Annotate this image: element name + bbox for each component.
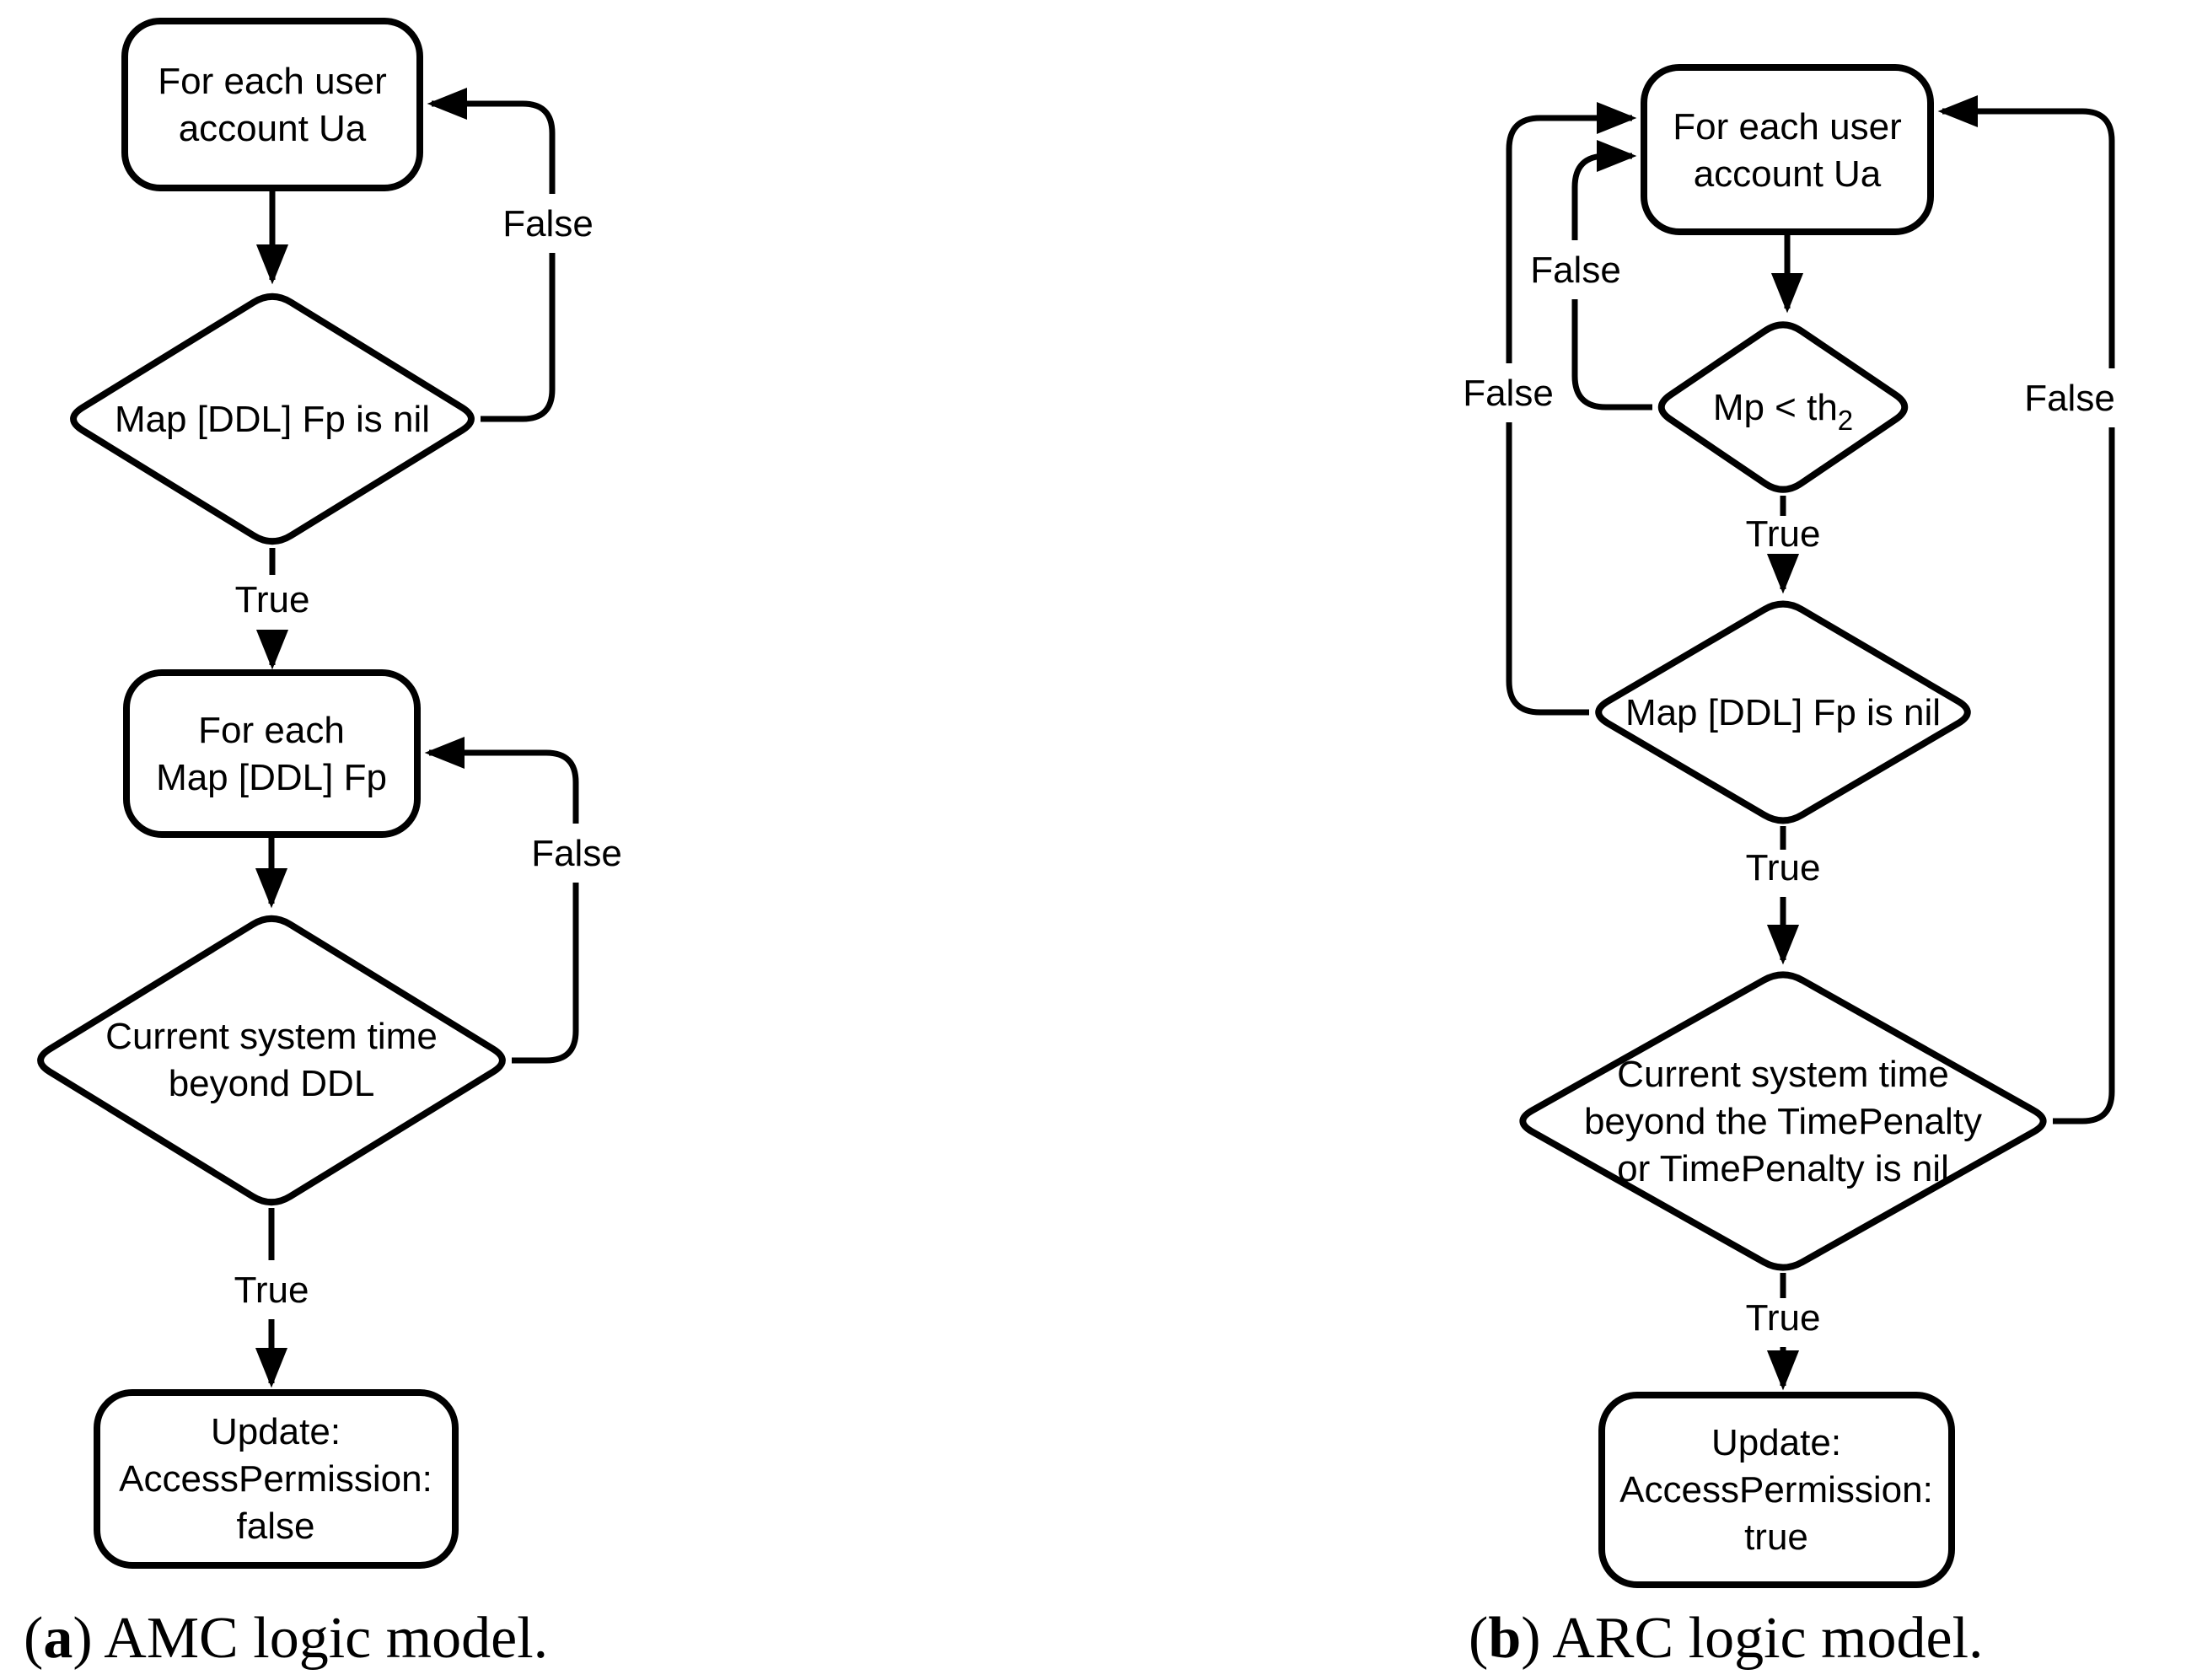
panel-b-decision-time-text-line1: Current system time <box>1617 1054 1949 1095</box>
panel-b-caption-letter: b <box>1488 1606 1521 1671</box>
panel-b-decision-map-nil-text: Map [DDL] Fp is nil <box>1625 692 1941 733</box>
panel-a-loop-each-map-node <box>123 669 421 838</box>
panel-a-start-node <box>121 18 423 191</box>
panel-a-false2-label: False <box>531 833 622 874</box>
panel-b-caption: (b) ARC logic model. <box>1469 1606 1984 1671</box>
panel-b-false-right-loop-edge <box>1937 94 2115 1124</box>
panel-b-false-outer-label-mask <box>1445 363 1571 422</box>
panel-b-false-right-label: False <box>2024 378 2115 419</box>
panel-a-loop-each-map-text-line1: For each <box>198 710 345 751</box>
panel-b-decision-time <box>1519 971 2047 1271</box>
panel-a-caption-letter: a <box>43 1606 73 1671</box>
panel-b: For each user account Ua Mp < th2 Map [D… <box>1445 64 2135 1671</box>
panel-b-true2-label: True <box>1746 847 1821 888</box>
panel-b-decision-map-nil <box>1595 600 1971 824</box>
panel-a-true1-label: True <box>235 579 310 620</box>
panel-a-start-text-line1: For each user <box>158 61 386 102</box>
panel-b-false-outer-label: False <box>1463 373 1554 414</box>
panel-b-decision-time-text-line2: beyond the TimePenalty <box>1584 1101 1982 1142</box>
panel-a-false1-label: False <box>502 203 593 244</box>
panel-a-decision-time-text-line1: Current system time <box>105 1016 438 1057</box>
panel-a-true2-label: True <box>234 1269 309 1311</box>
panel-a-false-loop-2-edge <box>424 736 579 1064</box>
panel-a-loop-each-map-text-line2: Map [DDL] Fp <box>156 757 387 798</box>
panel-b-decision-mp <box>1657 321 1909 493</box>
panel-b-update-text-line3: true <box>1744 1516 1808 1558</box>
panel-a-start-text-line2: account Ua <box>179 108 367 149</box>
panel-b-false-inner-label: False <box>1530 250 1621 291</box>
panel-a-decision-map-nil-text: Map [DDL] Fp is nil <box>115 399 430 440</box>
panel-b-start-text-line1: For each user <box>1673 106 1901 148</box>
panel-b-update-text-line2: AccessPermission: <box>1619 1469 1933 1511</box>
panel-b-start-node <box>1641 64 1934 235</box>
panel-b-decision-mp-subscript: 2 <box>1838 405 1853 436</box>
panel-a-caption-open: ( <box>24 1606 43 1671</box>
panel-a-false-loop-1-edge <box>427 87 556 422</box>
panel-b-decision-time-text-line3: or TimePenalty is nil <box>1617 1148 1949 1189</box>
panel-b-true1-label: True <box>1746 513 1821 555</box>
panel-a: For each user account Ua Map [DDL] Fp is… <box>24 18 642 1671</box>
panel-a-decision-map-nil <box>70 293 475 545</box>
panel-b-decision-mp-main: Mp < th <box>1713 387 1838 428</box>
panel-a-caption: (a) AMC logic model. <box>24 1606 548 1671</box>
panel-b-caption-rest: ) ARC logic model. <box>1521 1606 1983 1671</box>
panel-b-true3-label: True <box>1746 1297 1821 1339</box>
panel-b-false-inner-label-mask <box>1512 240 1639 299</box>
panel-a-caption-rest: ) AMC logic model. <box>73 1606 548 1671</box>
panel-a-update-text-line1: Update: <box>211 1411 341 1452</box>
panel-a-decision-time-text-line2: beyond DDL <box>169 1063 375 1104</box>
panel-b-update-node <box>1598 1392 1955 1588</box>
panel-a-false2-label-mask <box>511 824 642 883</box>
panel-a-update-text-line2: AccessPermission: <box>119 1458 432 1500</box>
panel-a-update-text-line3: false <box>237 1506 315 1547</box>
panel-b-start-text-line2: account Ua <box>1694 153 1882 195</box>
panel-a-update-node <box>94 1389 459 1569</box>
panel-a-decision-time <box>37 915 506 1206</box>
panel-a-false1-label-mask <box>482 194 614 253</box>
panel-b-decision-mp-text: Mp < th2 <box>1713 387 1853 436</box>
panel-b-update-text-line1: Update: <box>1711 1422 1841 1463</box>
panel-b-false-right-label-mask <box>2004 368 2135 427</box>
panel-b-caption-open: ( <box>1469 1606 1488 1671</box>
